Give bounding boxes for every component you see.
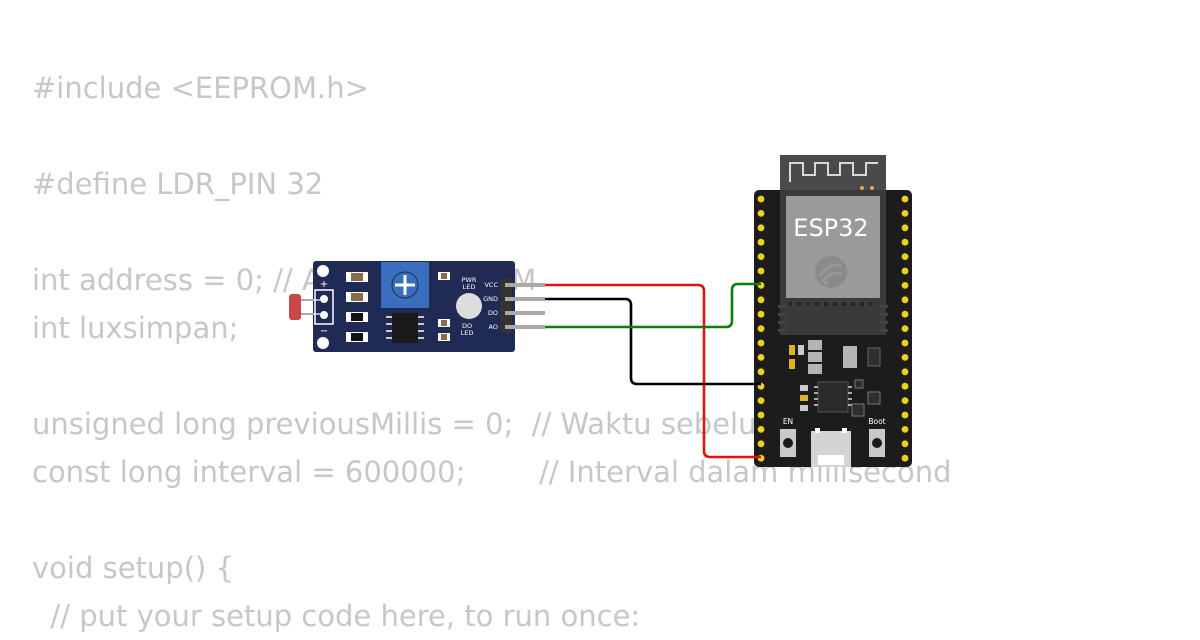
- espressif-logo-icon: [815, 256, 847, 288]
- header-pin[interactable]: [901, 354, 909, 361]
- esp32-board[interactable]: ESP32: [754, 155, 912, 467]
- pwr-led-label-1: PWR: [462, 276, 477, 284]
- header-pin[interactable]: [757, 253, 765, 260]
- esp32-title: ESP32: [793, 214, 868, 242]
- code-line: #include <EEPROM.h>: [32, 71, 369, 105]
- header-pin[interactable]: [901, 210, 909, 217]
- comparator-ic: [392, 313, 418, 343]
- ldr-module[interactable]: + − PWR LED DO LED: [289, 261, 545, 352]
- mount-hole: [317, 337, 329, 349]
- header-pin[interactable]: [901, 382, 909, 390]
- code-editor-background: #include <EEPROM.h> #define LDR_PIN 32 int…: [32, 64, 952, 640]
- header-pin[interactable]: [901, 397, 909, 404]
- header-pin[interactable]: [757, 368, 765, 376]
- photoresistor: [289, 294, 301, 320]
- usb-uart-chip: [817, 381, 849, 413]
- header-pin[interactable]: [901, 426, 909, 433]
- header-pin[interactable]: [901, 368, 909, 376]
- pin-label-do: DO: [488, 309, 498, 317]
- micro-usb-port: [811, 428, 851, 467]
- header-pin[interactable]: [901, 282, 909, 289]
- code-line: // put your setup code here, to run once…: [32, 599, 641, 633]
- boot-button-label: Boot: [868, 417, 885, 426]
- code-line: unsigned long previousMillis = 0; // Wak…: [32, 407, 839, 441]
- code-line: const long interval = 600000; // Interva…: [32, 455, 952, 489]
- esp32-right-pin-row[interactable]: [901, 195, 909, 462]
- minus-label: −: [320, 326, 328, 337]
- en-button-label: EN: [783, 417, 793, 426]
- header-pin[interactable]: [757, 354, 765, 361]
- ldr-terminal: [314, 289, 334, 325]
- header-pin[interactable]: [901, 325, 909, 332]
- regulator: [843, 346, 857, 368]
- pwr-led-label-2: LED: [463, 283, 476, 291]
- do-led-label-2: LED: [461, 329, 474, 337]
- header-pin[interactable]: [757, 440, 765, 448]
- header-pin[interactable]: [757, 224, 765, 232]
- vcc-wire[interactable]: [545, 283, 761, 459]
- en-button[interactable]: [780, 429, 796, 457]
- code-line: #define LDR_PIN 32: [32, 167, 324, 201]
- header-pin[interactable]: [757, 397, 765, 404]
- header-pin[interactable]: [757, 339, 765, 347]
- header-pin[interactable]: [901, 296, 909, 304]
- header-pin[interactable]: [901, 267, 909, 275]
- header-pin[interactable]: [757, 267, 765, 275]
- header-pin[interactable]: [757, 210, 765, 217]
- header-pin[interactable]: [901, 339, 909, 347]
- plus-label: +: [320, 279, 328, 290]
- header-pin[interactable]: [901, 224, 909, 232]
- gnd-wire[interactable]: [545, 297, 761, 386]
- header-pin[interactable]: [757, 325, 765, 332]
- pin-label-ao: AO: [489, 323, 498, 331]
- ldr-pin-header: [500, 279, 512, 333]
- header-pin[interactable]: [901, 454, 909, 462]
- pin-label-gnd: GND: [483, 295, 498, 303]
- header-pin[interactable]: [757, 310, 765, 318]
- code-line: void setup() {: [32, 551, 234, 585]
- boot-button[interactable]: [869, 429, 885, 457]
- wires: [545, 282, 761, 459]
- header-pin[interactable]: [757, 195, 765, 203]
- module-led: [456, 293, 482, 319]
- header-pin[interactable]: [901, 310, 909, 318]
- header-pin[interactable]: [757, 426, 765, 433]
- header-pin[interactable]: [757, 296, 765, 304]
- mount-hole: [317, 265, 329, 277]
- code-line: int luxsimpan;: [32, 311, 239, 345]
- ao-wire[interactable]: [545, 282, 761, 329]
- header-pin[interactable]: [901, 253, 909, 260]
- pin-label-vcc: VCC: [484, 281, 498, 289]
- header-pin[interactable]: [901, 195, 909, 203]
- do-led-label-1: DO: [462, 322, 472, 330]
- header-pin[interactable]: [757, 238, 765, 246]
- header-pin[interactable]: [757, 411, 765, 419]
- header-pin[interactable]: [901, 411, 909, 419]
- header-pin[interactable]: [901, 238, 909, 246]
- header-pin[interactable]: [901, 440, 909, 448]
